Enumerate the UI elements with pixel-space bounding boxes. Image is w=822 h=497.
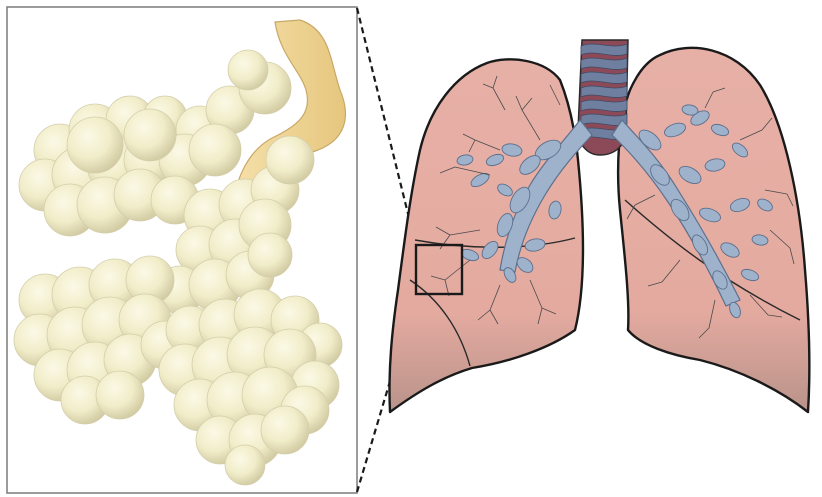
lungs-illustration [389, 40, 809, 412]
zoom-line-top [357, 8, 416, 246]
alveolus-sac [248, 233, 292, 277]
alveolus-sac [225, 445, 265, 485]
alveolus-sac [189, 124, 241, 176]
right-side-lung [618, 48, 809, 412]
alveolus-sac [261, 406, 309, 454]
alveolus-sac [266, 136, 314, 184]
left-side-lung [389, 59, 582, 412]
alveoli-panel [7, 7, 357, 493]
alveolus-sac [124, 109, 176, 161]
alveolus-sac [67, 117, 123, 173]
alveolus-sac [228, 50, 268, 90]
alveolus-sac [96, 371, 144, 419]
